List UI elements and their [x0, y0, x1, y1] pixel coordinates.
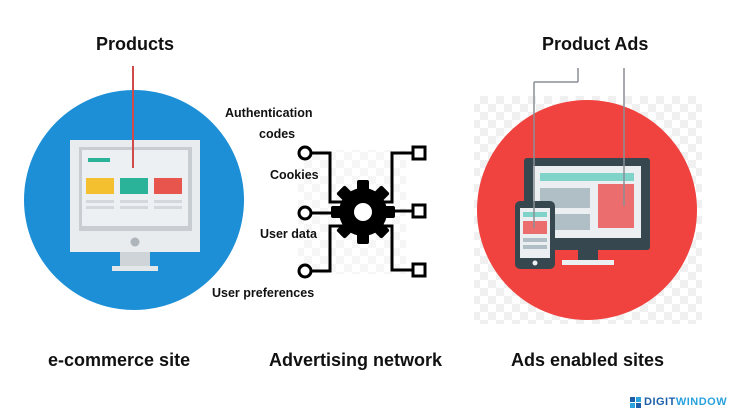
- advertising-network-caption: Advertising network: [269, 350, 443, 370]
- ads-enabled-sites-caption: Ads enabled sites: [511, 350, 665, 370]
- desktop-monitor-icon: [524, 158, 650, 265]
- ecommerce-site-caption: e-commerce site: [48, 350, 191, 370]
- products-label: Products: [96, 34, 175, 54]
- tablet-icon: [515, 201, 555, 269]
- gear-icon: [331, 180, 395, 244]
- desktop-monitor-icon: [70, 140, 200, 271]
- watermark-window: WINDOW: [675, 396, 728, 408]
- codes-label: codes: [259, 127, 296, 141]
- authentication-label: Authentication: [225, 106, 313, 120]
- product-ads-label: Product Ads: [542, 34, 649, 54]
- user-preferences-label: User preferences: [212, 286, 315, 300]
- user-data-label: User data: [260, 227, 317, 241]
- watermark-digit: DIGIT: [644, 396, 676, 408]
- window-logo-icon: [630, 396, 641, 408]
- cookies-label: Cookies: [270, 168, 319, 182]
